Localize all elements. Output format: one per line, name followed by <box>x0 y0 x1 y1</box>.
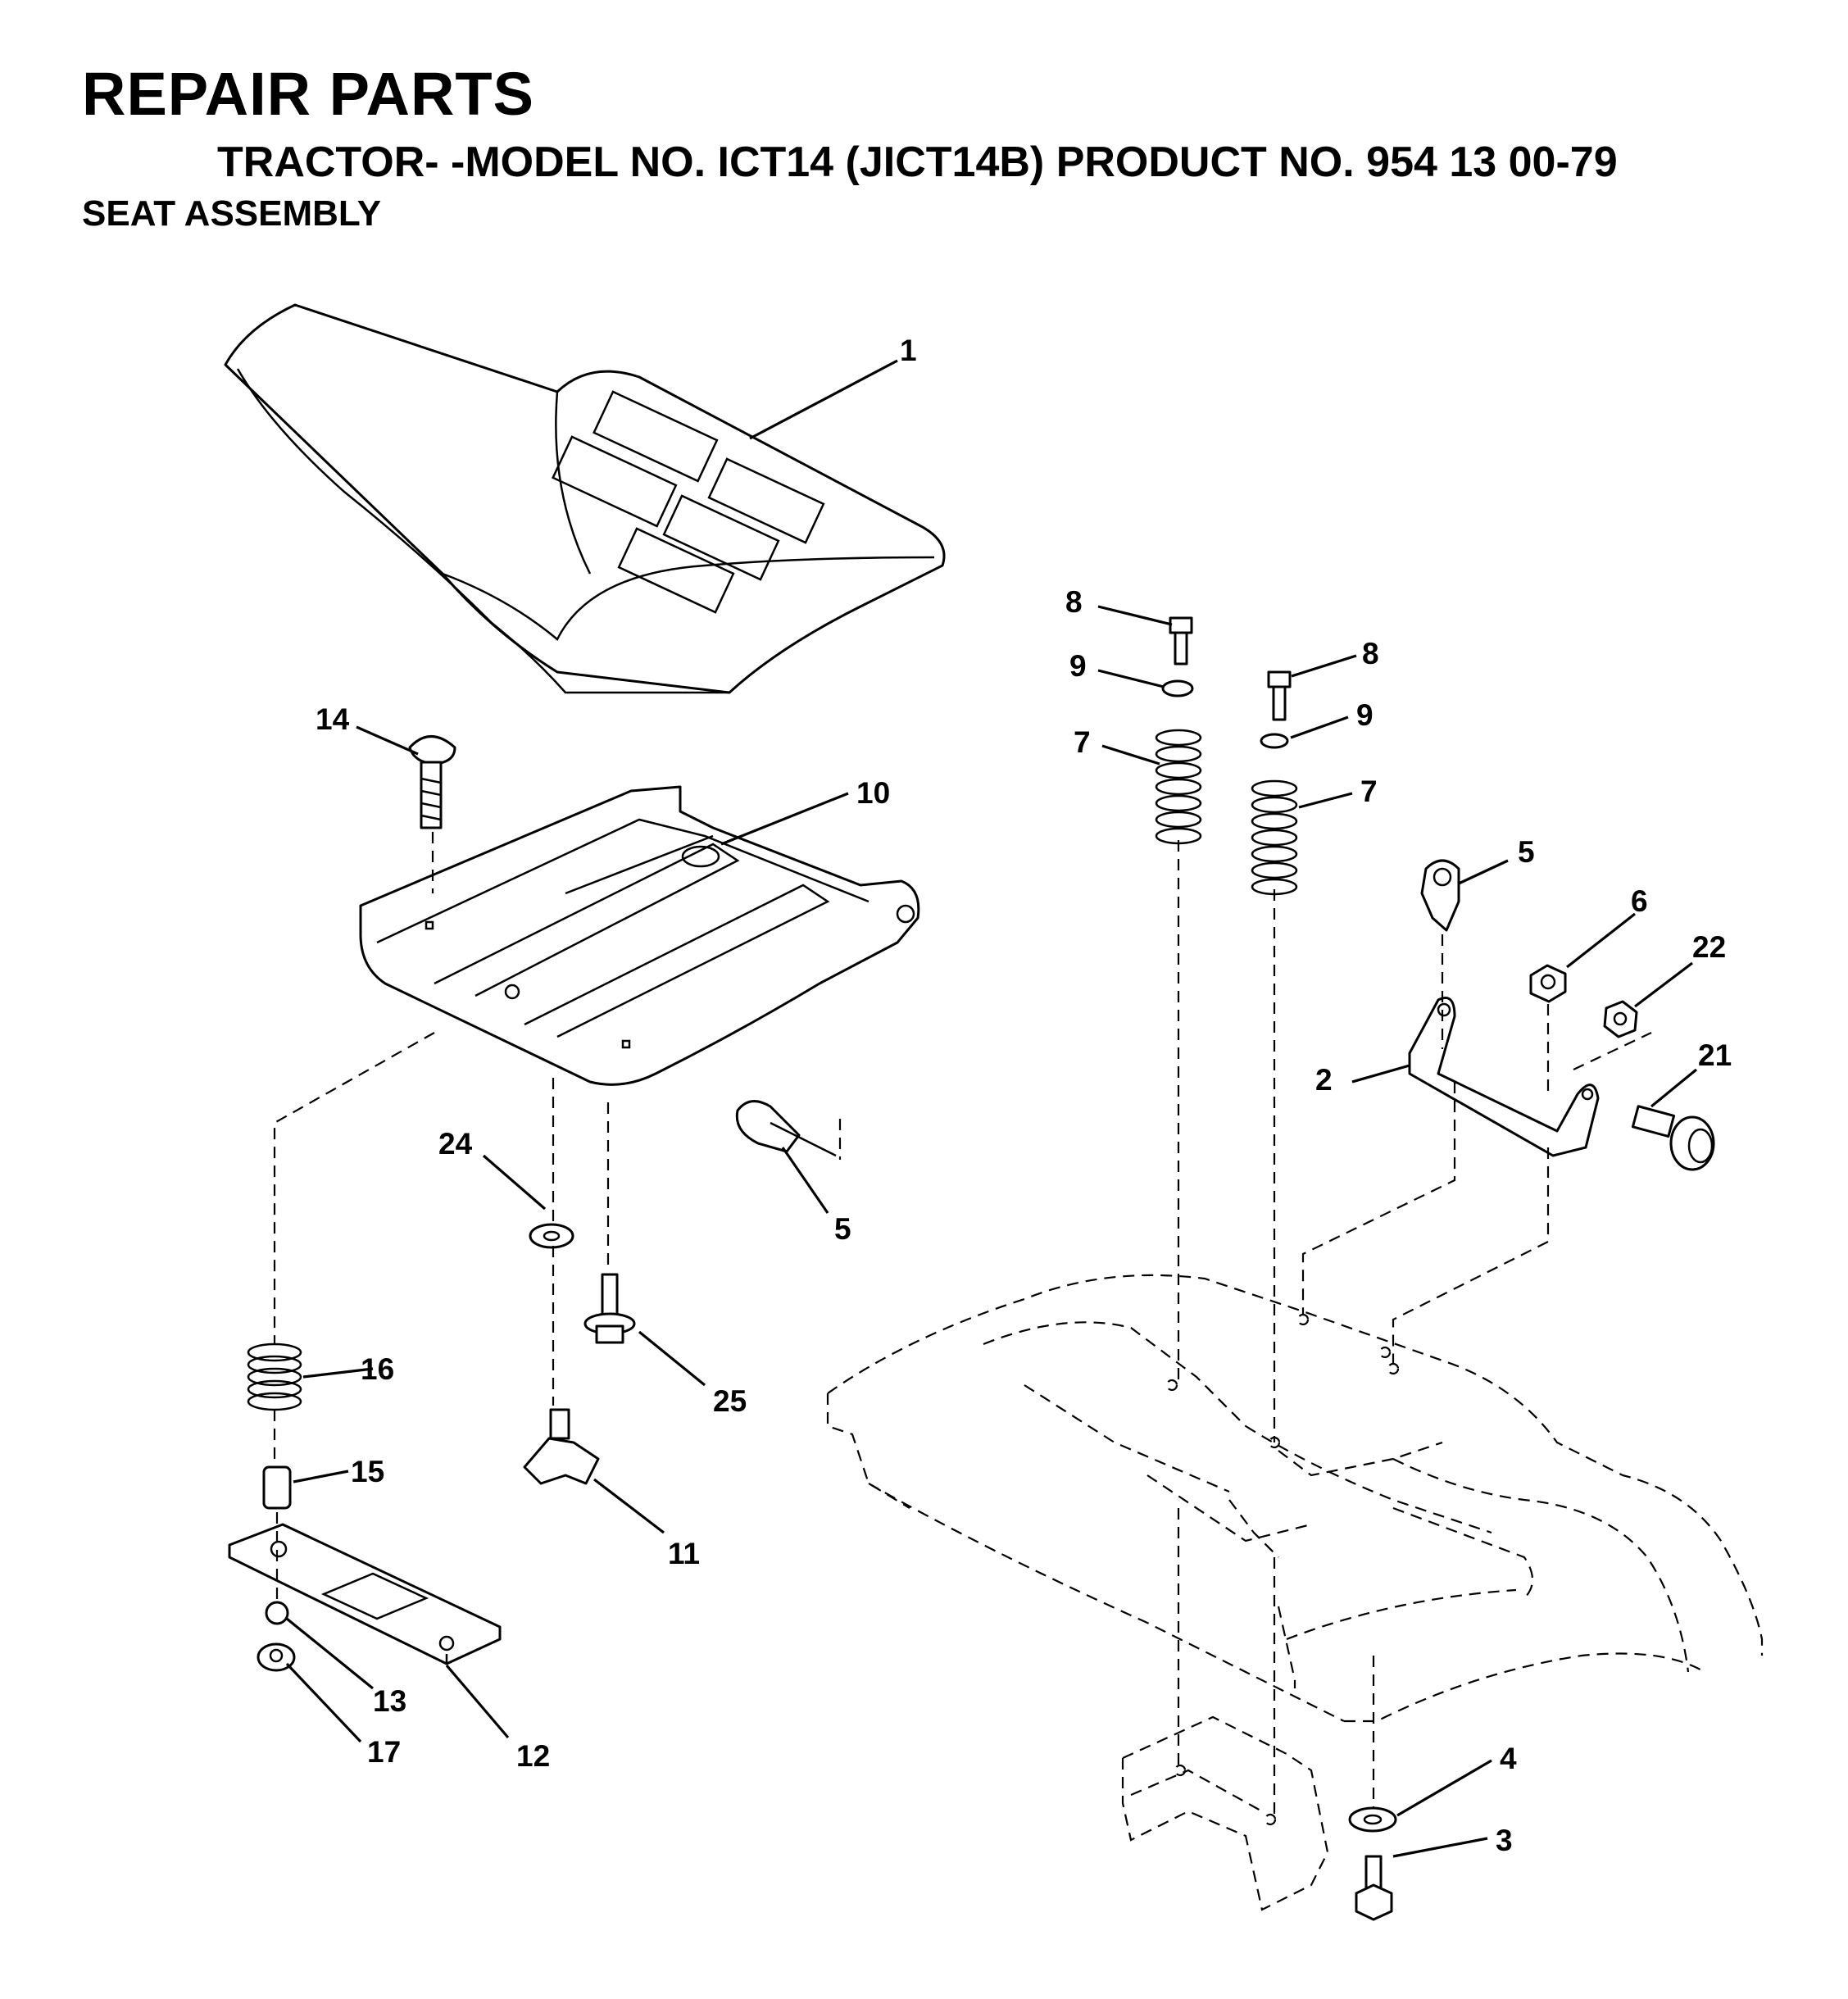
callout-7-right: 7 <box>1360 775 1378 808</box>
spacer-part-15 <box>262 1465 292 1510</box>
spring-part-7-left <box>1155 729 1202 845</box>
carriage-bolt-part <box>408 735 456 829</box>
callout-11: 11 <box>668 1537 700 1570</box>
callout-8-left: 8 <box>1065 585 1083 619</box>
callout-4: 4 <box>1500 1742 1517 1775</box>
bolt-part-8-right <box>1267 670 1292 721</box>
tractor-fender-outline <box>826 1274 1764 1723</box>
callout-5-right: 5 <box>1518 835 1535 869</box>
callout-12: 12 <box>516 1739 550 1773</box>
washer-part-9-left <box>1161 679 1194 697</box>
assembly-centerlines <box>273 832 1652 1815</box>
slide-bracket-part <box>228 1523 502 1665</box>
callout-1: 1 <box>900 334 917 367</box>
washer-part-9-right <box>1260 733 1289 749</box>
flange-nut-part-17 <box>257 1642 296 1672</box>
callout-3: 3 <box>1496 1824 1513 1857</box>
frame-bracket-outline <box>1121 1715 1329 1911</box>
shoulder-bolt-part-25 <box>583 1273 636 1344</box>
nut-part-6 <box>1529 964 1567 1003</box>
callout-25: 25 <box>713 1384 747 1418</box>
callout-9-left: 9 <box>1069 649 1087 683</box>
nut-part-22 <box>1603 1000 1638 1038</box>
model-subtitle: TRACTOR- -MODEL NO. ICT14 (JICT14B) PROD… <box>217 139 1618 186</box>
callout-8-right: 8 <box>1362 637 1379 670</box>
washer-part-24 <box>529 1223 574 1249</box>
clip-part-5-left <box>735 1100 837 1157</box>
callout-15: 15 <box>351 1455 384 1488</box>
callout-7-left: 7 <box>1074 725 1091 759</box>
washer-part-4 <box>1348 1806 1397 1833</box>
callout-14: 14 <box>316 702 350 736</box>
mount-bracket-part-2 <box>1408 997 1600 1157</box>
callout-16: 16 <box>361 1352 394 1386</box>
shoulder-bolt-part-21 <box>1631 1105 1715 1171</box>
callout-9-right: 9 <box>1356 698 1374 732</box>
hex-bolt-part-3 <box>1355 1855 1393 1921</box>
clip-part-5-right <box>1420 859 1460 932</box>
callout-22: 22 <box>1692 930 1726 964</box>
callout-24: 24 <box>438 1127 473 1161</box>
spring-part-7-right <box>1251 779 1298 896</box>
callout-10: 10 <box>856 776 890 810</box>
seat-pan-part <box>359 785 920 1086</box>
spring-part-16 <box>247 1343 302 1411</box>
nut-part-13 <box>265 1601 289 1625</box>
callout-5-left: 5 <box>834 1212 851 1246</box>
page-title: REPAIR PARTS <box>82 60 534 128</box>
callout-17: 17 <box>367 1735 401 1769</box>
section-title: SEAT ASSEMBLY <box>82 193 382 234</box>
leader-lines <box>285 359 1698 1858</box>
bolt-part-8-left <box>1169 616 1193 666</box>
callout-21: 21 <box>1698 1038 1732 1072</box>
callout-2: 2 <box>1315 1063 1333 1097</box>
callout-labels: 1 10 14 8 9 7 8 9 7 5 6 22 2 21 24 5 25 … <box>316 334 1732 1857</box>
seat-part <box>224 303 946 694</box>
seat-knob-part-11 <box>523 1408 600 1485</box>
callout-13: 13 <box>373 1684 406 1718</box>
callout-6: 6 <box>1631 884 1648 918</box>
